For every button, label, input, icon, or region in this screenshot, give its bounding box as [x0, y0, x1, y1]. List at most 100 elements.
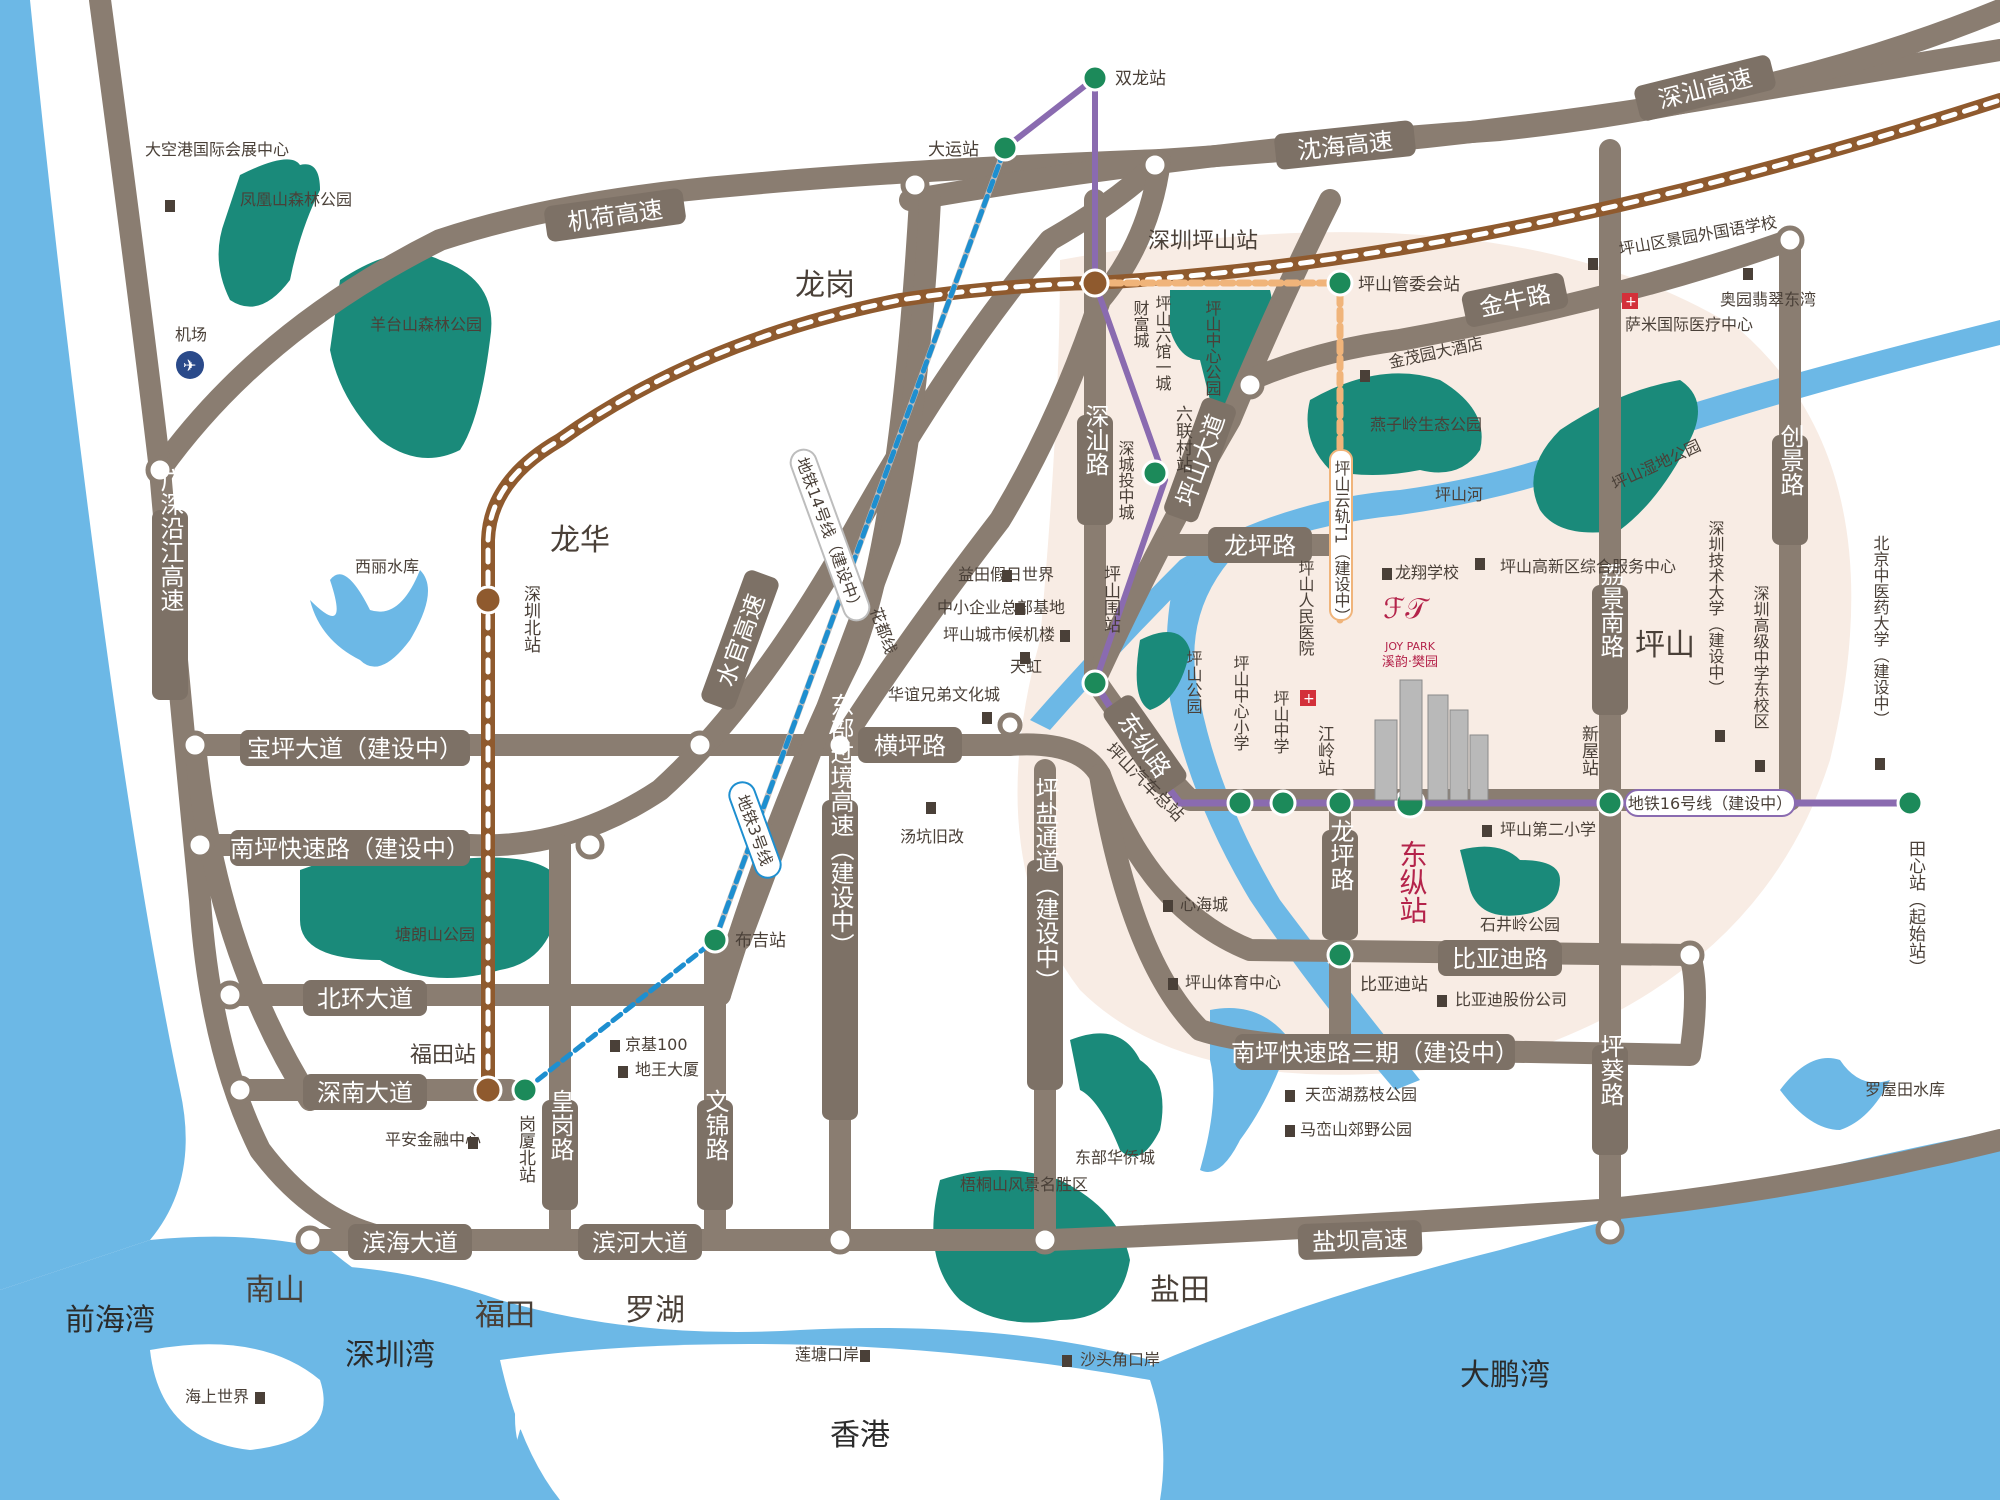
district-yantian: 盐田 — [1150, 1273, 1210, 1308]
station-shuanglong-marker[interactable] — [1081, 64, 1109, 92]
poi-dakonggang: 大空港国际会展中心 — [145, 140, 289, 159]
project-name-en: JOY PARK — [1384, 640, 1436, 653]
label-shenshanlu: 深汕路 — [1077, 404, 1113, 525]
label-station-buji: 布吉站 — [735, 931, 786, 951]
label-lijing: 荔景南路 — [1592, 562, 1628, 715]
water-hongkong: 香港 — [830, 1418, 890, 1453]
svg-text:比亚迪路: 比亚迪路 — [1452, 945, 1548, 973]
station-dayun-marker[interactable] — [991, 134, 1019, 162]
poi-donghua: 东部华侨城 — [1075, 1148, 1155, 1167]
label-shenhai: 沈海高速 — [1274, 120, 1416, 170]
svg-text:横坪路: 横坪路 — [874, 732, 946, 760]
water-shenzhenwan: 深圳湾 — [345, 1338, 435, 1373]
svg-text:宝坪大道（建设中）: 宝坪大道（建设中） — [247, 735, 463, 763]
station-bydi-marker[interactable] — [1326, 941, 1354, 969]
label-park-yangtai: 羊台山森林公园 — [370, 315, 482, 334]
station-liulian-marker[interactable] — [1141, 459, 1169, 487]
station-buji-marker[interactable] — [701, 926, 729, 954]
poi-caifu: 财富城 — [1131, 300, 1150, 349]
label-binhe: 滨河大道 — [578, 1224, 702, 1260]
label-biyadi: 比亚迪路 — [1438, 940, 1562, 976]
label-longpinglu: 龙坪路 — [1322, 819, 1358, 940]
road-shenhai-shenshan — [899, 0, 2000, 211]
station-m1-marker[interactable] — [1226, 789, 1254, 817]
poi-airport: 机场 — [175, 325, 207, 344]
label-park-zhongxin: 坪山中心公园 — [1203, 300, 1222, 396]
poi-tiyu: 坪山体育中心 — [1185, 973, 1281, 992]
label-station-gangxia-north: 岗厦北站 — [515, 1115, 536, 1183]
poi-touzhong: 深城投中城 — [1116, 440, 1135, 521]
poi-xiaoxue: 坪山中心小学 — [1231, 655, 1250, 751]
poi-tangkeng: 汤坑旧改 — [900, 827, 964, 846]
label-hengping: 横坪路 — [858, 727, 962, 763]
label-station-shuanglong: 双龙站 — [1115, 69, 1166, 89]
label-station-shenzhen-north: 深圳北站 — [520, 585, 541, 653]
label-park-yanziling: 燕子岭生态公园 — [1370, 415, 1482, 434]
poi-zhongxiao: 中小企业总部基地 — [937, 598, 1065, 617]
svg-text:北环大道: 北环大道 — [317, 985, 413, 1013]
park-fenghuang — [218, 159, 320, 307]
svg-text:东部过境高速（建设中）: 东部过境高速（建设中） — [826, 693, 854, 957]
poi-jishu: 深圳技术大学（建设中） — [1706, 520, 1725, 696]
label-park-pingshan: 坪山公园 — [1184, 650, 1203, 714]
label-park-shijingling: 石井岭公园 — [1480, 915, 1560, 934]
xili-reservoir — [310, 570, 428, 667]
district-pingshan: 坪山 — [1635, 628, 1695, 663]
station-gangxia-north-marker[interactable] — [511, 1076, 539, 1104]
label-station-pingshanwei: 坪山围站 — [1100, 565, 1121, 633]
station-shenzhen-north-marker[interactable] — [473, 585, 503, 615]
svg-text:坪山云轨T1（建设中）: 坪山云轨T1（建设中） — [1332, 460, 1351, 624]
road-yanba — [709, 1129, 2000, 1251]
svg-text:+: + — [1625, 294, 1637, 310]
station-tianxin-marker[interactable] — [1896, 789, 1924, 817]
airport-plane-glyph: ✈ — [183, 356, 196, 375]
svg-text:龙坪路: 龙坪路 — [1326, 819, 1354, 891]
park-maluan — [1070, 1033, 1163, 1157]
poi-tianluanhu: 天峦湖荔枝公园 — [1305, 1085, 1417, 1104]
vertical-road-labels: 广深沿江高速 东部过境高速（建设中） 坪盐通道（建设中） 深汕路 龙坪路 荔景南… — [152, 404, 1808, 1210]
label-baoping: 宝坪大道（建设中） — [240, 730, 470, 766]
project-towers — [1374, 679, 1489, 801]
label-huanggang: 皇岗路 — [542, 1089, 578, 1210]
rail-main-dash — [485, 97, 2000, 1093]
poi-liantang: 莲塘口岸 — [795, 1345, 859, 1364]
water-left-sea — [0, 0, 186, 1290]
district-longhua: 龙华 — [550, 523, 610, 558]
district-longgang: 龙岗 — [795, 268, 855, 303]
label-binhai: 滨海大道 — [348, 1224, 472, 1260]
road-nanping — [189, 149, 1171, 857]
station-labels: 双龙站 大运站 深圳坪山站 布吉站 福田站 坪山管委会站 比亚迪站 深圳北站 岗… — [410, 69, 1926, 1183]
svg-text:荔景南路: 荔景南路 — [1596, 562, 1624, 658]
poi-markers — [165, 200, 1885, 1404]
label-longping: 龙坪路 — [1208, 527, 1312, 563]
svg-text:创景路: 创景路 — [1776, 424, 1804, 496]
poi-xinhai: 心海城 — [1180, 895, 1228, 914]
poi-xili: 西丽水库 — [355, 557, 419, 576]
tag-line16: 地铁16号线（建设中） — [1624, 789, 1796, 817]
poi-aoyuan: 奥园翡翠东湾 — [1720, 290, 1816, 309]
svg-text:广深沿江高速: 广深沿江高速 — [156, 468, 184, 612]
poi-shatoujiao: 沙头角口岸 — [1080, 1350, 1160, 1369]
road-hengping — [829, 149, 1171, 756]
poi-zhongyi: 北京中医药大学（建设中） — [1871, 535, 1890, 727]
station-pingshanwei-marker[interactable] — [1081, 669, 1109, 697]
label-station-xinwu: 新屋站 — [1578, 725, 1599, 776]
station-m2-marker[interactable] — [1269, 789, 1297, 817]
poi-saxing: 萨米国际医疗中心 — [1625, 315, 1753, 334]
station-pingshan-rail-marker[interactable] — [1080, 268, 1110, 298]
svg-text:地铁16号线（建设中）: 地铁16号线（建设中） — [1628, 794, 1792, 813]
label-beihuan: 北环大道 — [303, 980, 427, 1016]
hongkong-land — [500, 1344, 1164, 1500]
station-futian-marker[interactable] — [473, 1075, 503, 1105]
poi-zhongxue: 坪山中学 — [1271, 690, 1290, 754]
station-xinwu-marker[interactable] — [1596, 789, 1624, 817]
label-shennan: 深南大道 — [303, 1074, 427, 1110]
station-guanweihui-marker[interactable] — [1326, 269, 1354, 297]
label-station-guanweihui: 坪山管委会站 — [1358, 275, 1460, 295]
poi-diwang: 地王大厦 — [635, 1060, 699, 1079]
svg-text:坪葵路: 坪葵路 — [1596, 1034, 1624, 1106]
poi-gaoji: 深圳高级中学东校区 — [1751, 585, 1770, 729]
station-jiangling-marker[interactable] — [1326, 789, 1354, 817]
svg-text:皇岗路: 皇岗路 — [546, 1089, 574, 1161]
